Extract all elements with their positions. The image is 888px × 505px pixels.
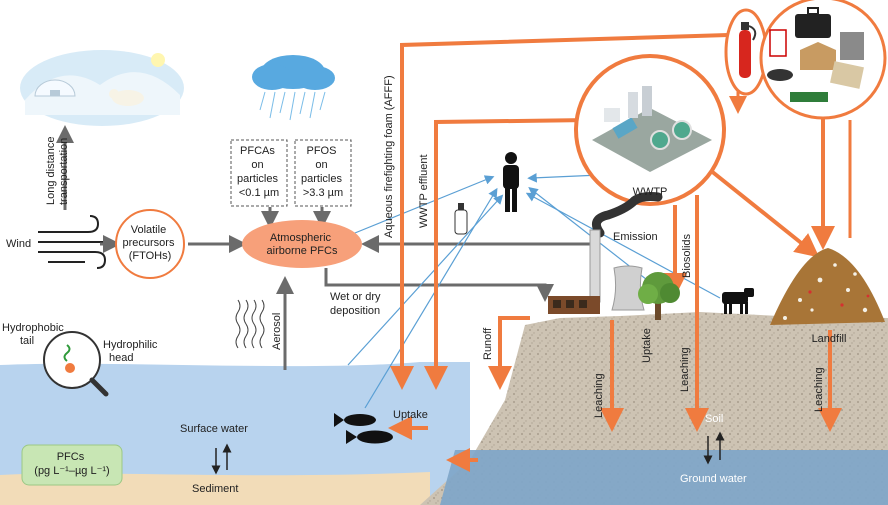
wwtp-to-human-arrow (527, 172, 601, 183)
bottle-icon (454, 203, 468, 235)
atmospheric-pfcs-bubble (242, 220, 362, 268)
cow-icon (722, 288, 754, 314)
wwtp-to-landfill-arrow (708, 168, 820, 258)
landfill-heap (770, 248, 885, 325)
tree-icon (638, 272, 680, 320)
emission-label: Emission (613, 231, 658, 243)
pfcs-box-label: PFCs (pg L⁻¹–µg L⁻¹) (34, 451, 109, 477)
volatile-label: Volatile precursors (FTOHs) (122, 224, 177, 262)
hydrophilic-label: Hydrophilic head (103, 339, 160, 364)
biosolids-label: Biosolids (681, 233, 693, 278)
soil-label: Soil (705, 413, 723, 425)
magnifier-icon (43, 331, 109, 397)
sediment-label: Sediment (192, 483, 238, 495)
leaching-left-label: Leaching (593, 373, 605, 418)
polar-scene (20, 50, 184, 126)
fire-extinguisher-icon (739, 22, 757, 78)
wet-dry-label: Wet or dry deposition (330, 291, 384, 317)
wwtp-effluent-arrow (424, 118, 591, 390)
afff-arrow (390, 33, 729, 390)
landfill-label: Landfill (812, 333, 847, 345)
ground-water (440, 450, 888, 505)
aerosol-label: Aerosol (271, 313, 283, 350)
wwtp-plant-icon (592, 86, 712, 172)
hydrophobic-label: Hydrophobic tail (2, 322, 67, 347)
rain-cloud (252, 55, 335, 121)
water-to-human-arrow (347, 194, 504, 366)
afff-label: Aqueous firefighting foam (AFFF) (383, 75, 395, 238)
surface-water-label: Surface water (180, 423, 248, 435)
pfcas-box (230, 139, 288, 207)
consumer-products-icon (767, 7, 864, 102)
wind-icon (38, 215, 112, 269)
aerosol-waves-icon (235, 299, 265, 349)
factory-icon (548, 192, 663, 314)
leaching-right-label: Leaching (813, 367, 825, 412)
pfos-box (294, 139, 352, 207)
pfos-label: PFOS on particles >3.3 µm (301, 145, 345, 199)
human-icon (503, 152, 519, 212)
runoff-label: Runoff (482, 327, 494, 360)
atmospheric-to-human-arrow (349, 175, 495, 236)
pfcas-label: PFCAs on particles <0.1 µm (237, 145, 281, 199)
volatile-precursors-bubble (115, 209, 185, 279)
pfcs-concentration-box (21, 444, 123, 486)
uptake-plant-label: Uptake (641, 328, 653, 363)
runoff-arrow (488, 316, 530, 390)
uptake-fish-label: Uptake (393, 409, 428, 421)
wwtp-effluent-label: WWTP effluent (418, 154, 430, 228)
fish-icon (334, 413, 393, 444)
long-distance-label: Long distance transportation (45, 133, 70, 205)
wind-label: Wind (6, 238, 31, 250)
atmospheric-label: Atmospheric airborne PFCs (267, 232, 338, 257)
leaching-mid-label: Leaching (679, 347, 691, 392)
wwtp-label: WWTP (633, 186, 668, 198)
cow-to-human-arrow (525, 192, 721, 299)
ground-water-label: Ground water (680, 473, 747, 485)
